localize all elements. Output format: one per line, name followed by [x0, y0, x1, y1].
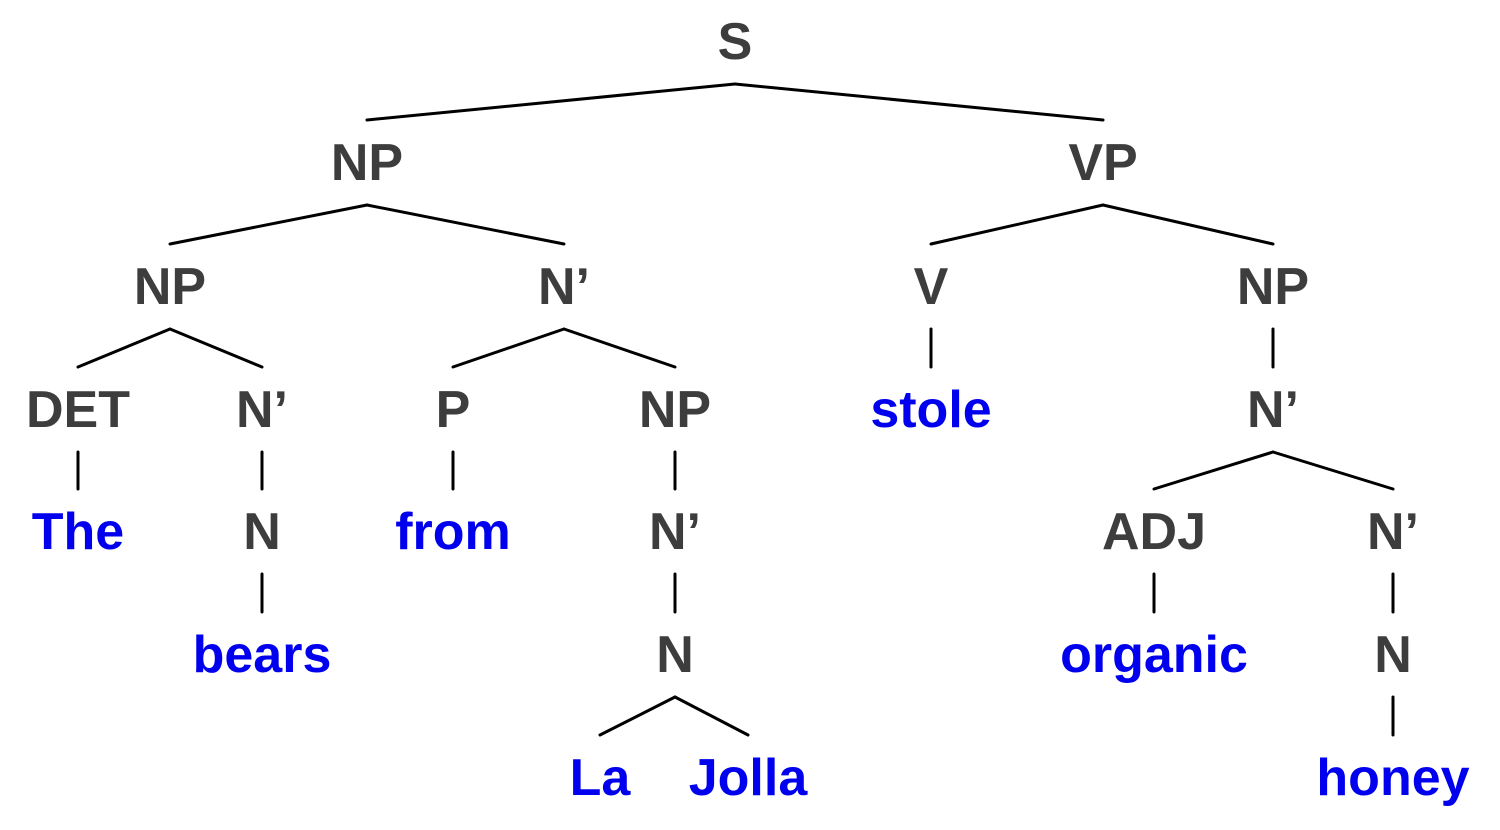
- node-adj: ADJ: [1102, 503, 1206, 561]
- node-np: NP: [134, 258, 206, 316]
- edge-np-to-det: [76, 327, 172, 369]
- node-n-bar: N’: [538, 258, 590, 316]
- node-v: V: [914, 258, 949, 316]
- tree-edges: [76, 82, 1395, 737]
- node-p: P: [436, 381, 471, 439]
- node-np: NP: [639, 381, 711, 439]
- node-n-bar: N’: [1247, 381, 1299, 439]
- edge-s-to-np: [365, 82, 737, 122]
- word-the: The: [32, 503, 124, 561]
- word-from: from: [395, 503, 511, 561]
- word-organic: organic: [1060, 626, 1248, 684]
- node-n: N: [1374, 626, 1412, 684]
- edge-vp-to-np: [1101, 203, 1275, 246]
- edge-np-to-n-bar: [365, 203, 566, 246]
- node-s: S: [718, 13, 753, 71]
- word-stole: stole: [870, 381, 991, 439]
- edge-n-to-jolla: [673, 695, 750, 737]
- word-honey: honey: [1316, 749, 1469, 807]
- word-la: La: [570, 749, 632, 807]
- word-bears: bears: [193, 626, 332, 684]
- edge-np-to-np: [168, 203, 369, 246]
- edge-vp-to-v: [929, 203, 1105, 246]
- edge-n-bar-to-p: [451, 327, 566, 369]
- node-det: DET: [26, 381, 130, 439]
- node-n-bar: N’: [1367, 503, 1419, 561]
- edge-n-bar-to-n-bar: [1271, 450, 1395, 491]
- edge-s-to-vp: [733, 82, 1105, 122]
- node-n-bar: N’: [236, 381, 288, 439]
- edge-n-bar-to-adj: [1152, 450, 1275, 491]
- word-jolla: Jolla: [689, 749, 809, 807]
- node-n: N: [656, 626, 694, 684]
- node-np: NP: [331, 134, 403, 192]
- node-vp: VP: [1068, 134, 1137, 192]
- edge-n-bar-to-np: [562, 327, 677, 369]
- edge-np-to-n-bar: [168, 327, 264, 369]
- node-n-bar: N’: [649, 503, 701, 561]
- node-n: N: [243, 503, 281, 561]
- node-np: NP: [1237, 258, 1309, 316]
- edge-n-to-la: [598, 695, 677, 737]
